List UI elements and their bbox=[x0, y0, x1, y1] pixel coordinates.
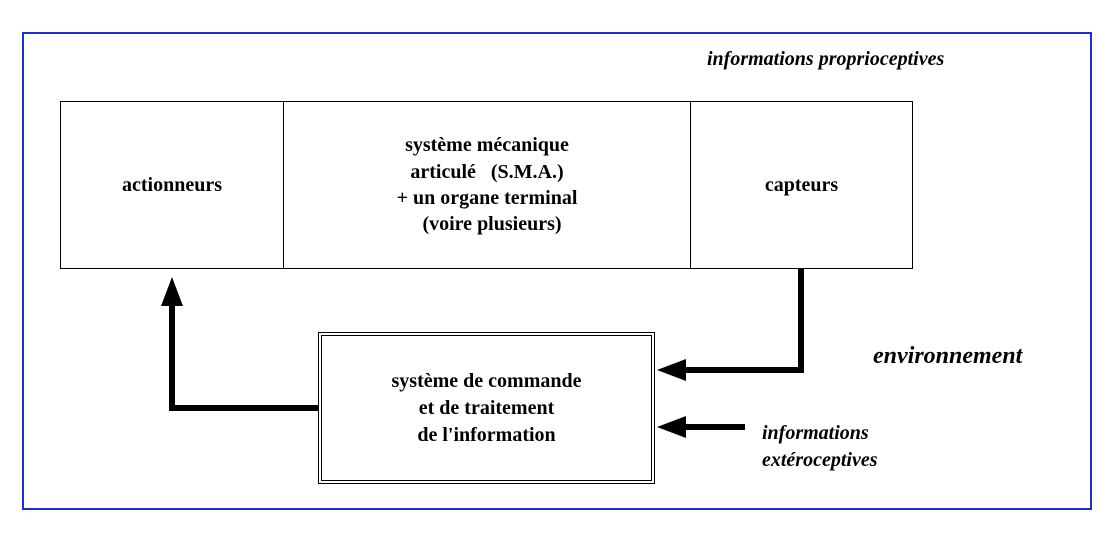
command-system-block: système de commande et de traitement de … bbox=[318, 332, 655, 484]
articulated-mechanical-system-block: système mécanique articulé (S.M.A.) + un… bbox=[284, 102, 691, 268]
environment-label: environnement bbox=[873, 343, 1023, 369]
capteurs-block: capteurs bbox=[764, 173, 839, 196]
sensors-to-command-arrowhead bbox=[657, 359, 686, 381]
actionneurs-block: actionneurs bbox=[61, 102, 284, 268]
proprioceptive-information-label: informations proprioceptives bbox=[707, 48, 945, 70]
exteroceptive-information-label: informations extéroceptives bbox=[762, 422, 878, 471]
diagram-frame bbox=[22, 32, 1092, 510]
command-to-actuators-line bbox=[169, 304, 318, 411]
robot-block-row: actionneurs système mécanique articulé (… bbox=[60, 101, 913, 269]
sensors-to-command-line bbox=[684, 269, 804, 373]
exteroceptive-to-command-arrowhead bbox=[657, 416, 686, 438]
command-to-actuators-arrowhead bbox=[161, 277, 183, 306]
